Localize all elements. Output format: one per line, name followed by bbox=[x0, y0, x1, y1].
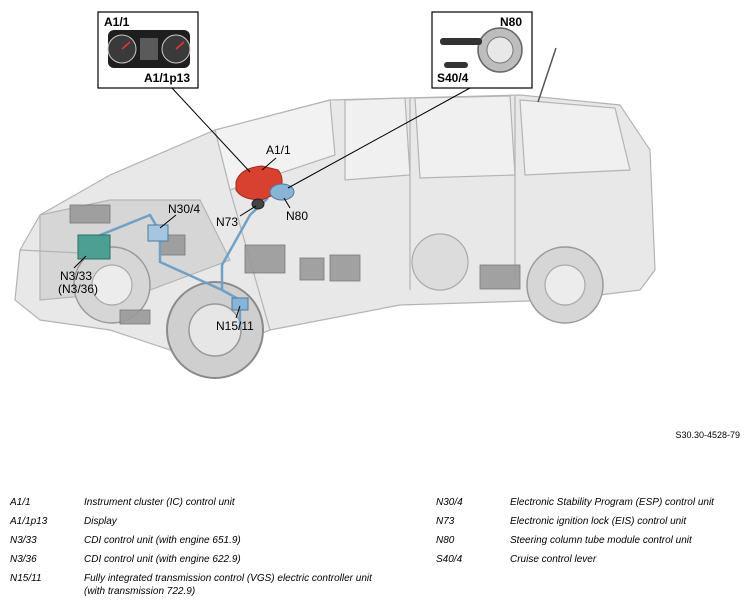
leader-lines bbox=[73, 87, 471, 319]
legend-desc: Electronic Stability Program (ESP) contr… bbox=[510, 497, 714, 508]
callout-a11: A1/1 bbox=[266, 143, 291, 157]
antenna bbox=[537, 47, 557, 103]
legend-code: N30/4 bbox=[436, 497, 463, 508]
legend-code: A1/1 bbox=[10, 497, 31, 508]
legend-desc-line2: (with transmission 722.9) bbox=[84, 586, 196, 597]
legend-row: N30/4 Electronic Stability Program (ESP)… bbox=[436, 496, 746, 509]
legend-desc: Instrument cluster (IC) control unit bbox=[84, 497, 235, 508]
legend-desc: CDI control unit (with engine 651.9) bbox=[84, 535, 241, 546]
legend-row: N15/11 Fully integrated transmission con… bbox=[10, 572, 430, 598]
figure-id: S30.30-4528-79 bbox=[675, 430, 740, 440]
legend-left: A1/1 Instrument cluster (IC) control uni… bbox=[10, 496, 430, 604]
callout-a11-inset: A1/1 bbox=[104, 15, 130, 29]
vehicle-diagram: A1/1 A1/1p13 N80 S40/4 A1/1 N30/4 N73 N8… bbox=[14, 11, 656, 379]
inset-steering-column bbox=[431, 11, 533, 89]
callout-n80-inset: N80 bbox=[500, 15, 522, 29]
legend-code: N3/33 bbox=[10, 535, 37, 546]
inset-instrument-cluster bbox=[97, 11, 199, 89]
legend-row: N3/36 CDI control unit (with engine 622.… bbox=[10, 553, 430, 566]
legend-desc: Display bbox=[84, 516, 117, 527]
callout-n336: (N3/36) bbox=[58, 282, 98, 296]
legend-row: N3/33 CDI control unit (with engine 651.… bbox=[10, 534, 430, 547]
rear-right-wheel bbox=[411, 233, 469, 291]
legend-desc-line1: Fully integrated transmission control (V… bbox=[84, 573, 372, 584]
callout-s404: S40/4 bbox=[437, 71, 469, 85]
callout-n304: N30/4 bbox=[168, 202, 200, 216]
legend-desc: Cruise control lever bbox=[510, 554, 597, 565]
interior-components bbox=[69, 204, 521, 325]
esp-control-unit bbox=[147, 224, 169, 242]
legend-desc: Electronic ignition lock (EIS) control u… bbox=[510, 516, 687, 527]
callout-n1511: N15/11 bbox=[216, 319, 254, 333]
callout-n73: N73 bbox=[216, 215, 238, 229]
front-right-wheel bbox=[73, 246, 151, 324]
transmission-controller bbox=[231, 297, 249, 311]
legend-desc: Steering column tube module control unit bbox=[510, 535, 692, 546]
callout-n80: N80 bbox=[286, 209, 308, 223]
callout-a11p13: A1/1p13 bbox=[144, 71, 190, 85]
legend-code: N3/36 bbox=[10, 554, 37, 565]
legend-code: N15/11 bbox=[10, 573, 42, 584]
callout-n333: N3/33 bbox=[60, 269, 92, 283]
legend-right: N30/4 Electronic Stability Program (ESP)… bbox=[436, 496, 746, 572]
legend-row: S40/4 Cruise control lever bbox=[436, 553, 746, 566]
legend-desc: Fully integrated transmission control (V… bbox=[84, 572, 430, 598]
legend-code: N80 bbox=[436, 535, 455, 546]
legend-code: A1/1p13 bbox=[10, 516, 48, 527]
legend-code: N73 bbox=[436, 516, 455, 527]
legend-row: N80 Steering column tube module control … bbox=[436, 534, 746, 547]
legend-row: N73 Electronic ignition lock (EIS) contr… bbox=[436, 515, 746, 528]
rear-left-wheel bbox=[526, 246, 604, 324]
legend-code: S40/4 bbox=[436, 554, 463, 565]
legend-desc: CDI control unit (with engine 622.9) bbox=[84, 554, 241, 565]
cdi-control-unit bbox=[77, 234, 111, 260]
legend-row: A1/1p13 Display bbox=[10, 515, 430, 528]
legend-row: A1/1 Instrument cluster (IC) control uni… bbox=[10, 496, 430, 509]
